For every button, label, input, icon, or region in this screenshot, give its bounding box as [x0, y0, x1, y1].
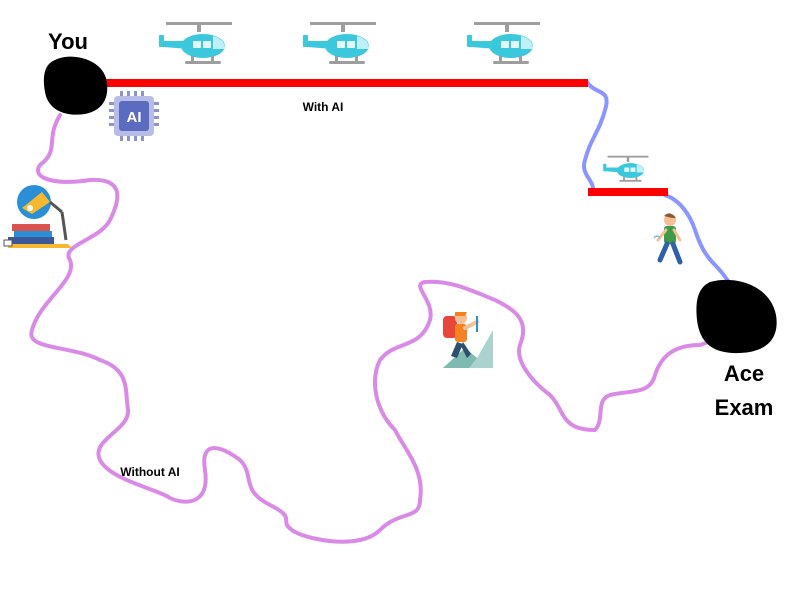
descent-route	[581, 80, 609, 194]
hiker-climbing-icon	[443, 312, 493, 368]
start-label: You	[48, 29, 88, 54]
without-ai-label: Without AI	[120, 465, 179, 479]
study-lamp-books-icon	[3, 185, 72, 248]
walking-route	[663, 193, 732, 285]
helicopter-icon	[159, 22, 232, 64]
end-label-line2: Exam	[715, 395, 774, 420]
person-walking-icon	[653, 213, 683, 265]
without-ai-route	[29, 113, 717, 544]
helicopter-icon	[467, 22, 540, 64]
ai-chip-text: AI	[127, 109, 142, 126]
start-node	[43, 56, 108, 115]
ai-chip-icon: AI	[109, 91, 159, 141]
with-ai-label: With AI	[303, 100, 344, 114]
end-node	[696, 279, 777, 354]
helicopter-icon	[303, 22, 376, 64]
helicopter-icon	[603, 155, 649, 182]
end-label-line1: Ace	[724, 361, 764, 386]
